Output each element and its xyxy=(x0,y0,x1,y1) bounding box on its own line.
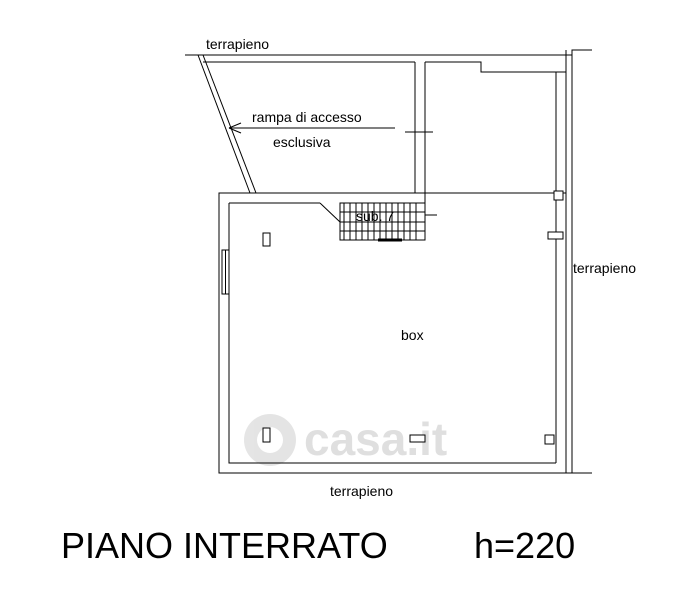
pillars xyxy=(262,190,564,445)
pillar xyxy=(262,232,271,247)
pillar xyxy=(262,427,271,443)
ramp-walls xyxy=(197,54,566,194)
pillar xyxy=(409,434,426,443)
label-stair: sub. 7 xyxy=(356,208,394,224)
plan-title: PIANO INTERRATO xyxy=(61,525,388,566)
label-terrapieno-right: terrapieno xyxy=(573,260,636,276)
pillar xyxy=(544,434,555,445)
pillar xyxy=(547,231,564,240)
window-left xyxy=(221,249,230,295)
watermark-text: casa.it xyxy=(304,413,447,465)
pillar xyxy=(553,190,564,201)
label-terrapieno-bottom: terrapieno xyxy=(330,483,393,499)
label-room-box: box xyxy=(401,327,424,343)
staircase xyxy=(319,202,437,242)
label-terrapieno-top: terrapieno xyxy=(206,36,269,52)
label-ramp-line1: rampa di accesso xyxy=(252,109,362,125)
plan-height: h=220 xyxy=(474,525,575,566)
ramp-arrow-icon xyxy=(228,122,395,134)
label-ramp-line2: esclusiva xyxy=(273,134,331,150)
